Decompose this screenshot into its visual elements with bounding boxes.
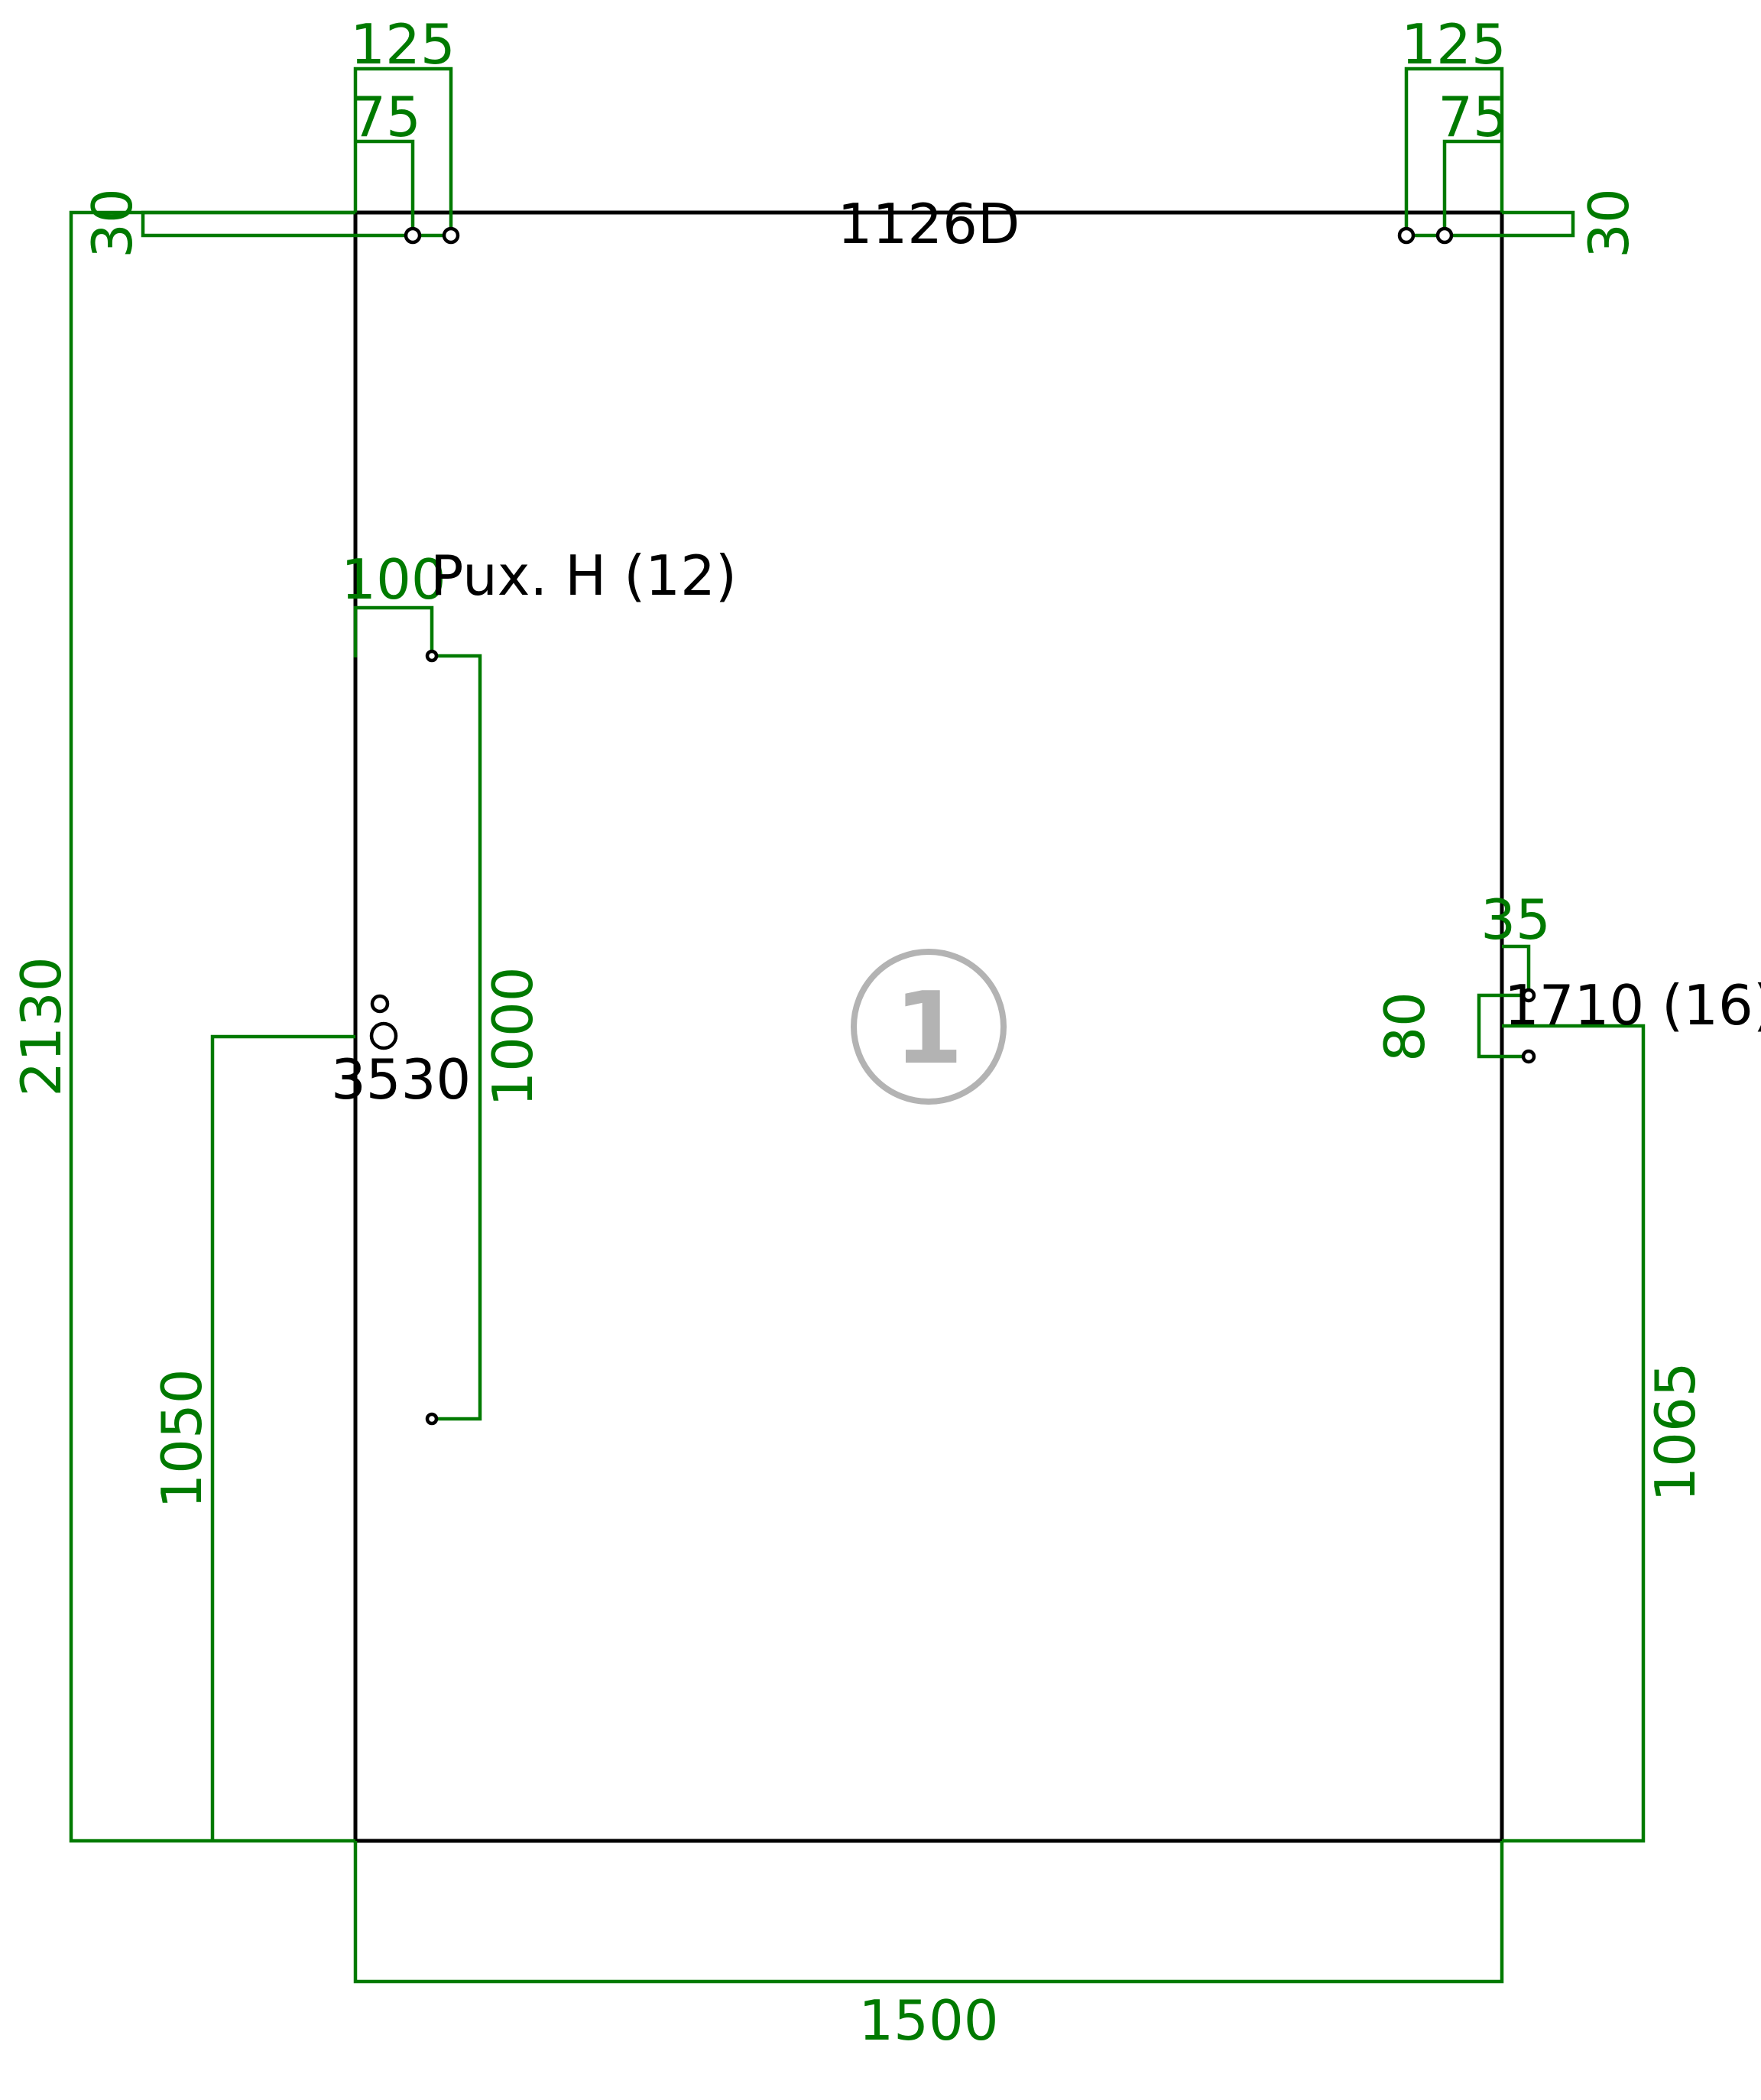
hinge-label: Pux. H (12) bbox=[430, 544, 737, 608]
lock-hole-upper bbox=[1521, 988, 1536, 1003]
dim-top-left-125: 125 bbox=[350, 12, 456, 235]
dim-lock-spacing: 80 bbox=[1373, 992, 1529, 1062]
part-number-badge: 1 bbox=[851, 949, 1007, 1105]
dim-lock-spacing-text: 80 bbox=[1373, 992, 1437, 1062]
part-label: 1126D bbox=[838, 192, 1020, 256]
dim-left-hole-height: 1050 bbox=[150, 1034, 355, 1841]
dim-overall-width-text: 1500 bbox=[858, 1988, 998, 2053]
dim-overall-width: 1500 bbox=[353, 1841, 1504, 2053]
dim-top-right-75: 75 bbox=[1438, 85, 1508, 235]
dim-top-left-125-text: 125 bbox=[350, 12, 455, 76]
dim-top-right-30-text: 30 bbox=[1577, 188, 1641, 258]
left-hole-upper bbox=[370, 994, 390, 1014]
dim-right-lock-height-text: 1065 bbox=[1643, 1362, 1707, 1501]
dim-top-right-30: 30 bbox=[1406, 188, 1641, 258]
dim-hinge-offset-text: 100 bbox=[341, 547, 446, 612]
left-hole-label: 3530 bbox=[331, 1047, 471, 1112]
hinge-hole-lower bbox=[425, 1412, 439, 1426]
dim-hinge-offset: 100 bbox=[341, 547, 446, 657]
dim-right-lock-height: 1065 bbox=[1502, 1024, 1707, 1843]
dim-top-left-30: 30 bbox=[80, 188, 451, 258]
hole-top-right-1 bbox=[1397, 226, 1416, 245]
dim-top-right-125: 125 bbox=[1401, 12, 1506, 235]
lock-hole-lower bbox=[1521, 1049, 1536, 1064]
dim-overall-height-text: 2130 bbox=[9, 956, 73, 1096]
dim-top-left-75-text: 75 bbox=[351, 85, 421, 149]
hole-top-left-1 bbox=[404, 226, 422, 245]
dim-top-right-125-text: 125 bbox=[1401, 12, 1506, 76]
dim-hinge-spacing-text: 1000 bbox=[481, 966, 545, 1106]
dim-top-right-75-text: 75 bbox=[1438, 85, 1508, 149]
dim-left-hole-height-text: 1050 bbox=[150, 1368, 214, 1508]
dim-lock-offset-text: 35 bbox=[1480, 888, 1551, 952]
part-number-badge-text: 1 bbox=[894, 970, 963, 1086]
hinge-hole-upper bbox=[425, 649, 439, 663]
hole-top-right-2 bbox=[1435, 226, 1454, 245]
dim-overall-height: 2130 bbox=[9, 210, 355, 1843]
dim-lock-offset: 35 bbox=[1480, 888, 1551, 995]
lock-label: 1710 (16) bbox=[1504, 973, 1761, 1037]
dim-top-left-30-text: 30 bbox=[80, 188, 144, 258]
hole-top-left-2 bbox=[442, 226, 460, 245]
dim-top-left-75: 75 bbox=[351, 85, 421, 235]
dim-hinge-spacing: 1000 bbox=[432, 654, 545, 1421]
left-hole-lower bbox=[369, 1021, 398, 1050]
